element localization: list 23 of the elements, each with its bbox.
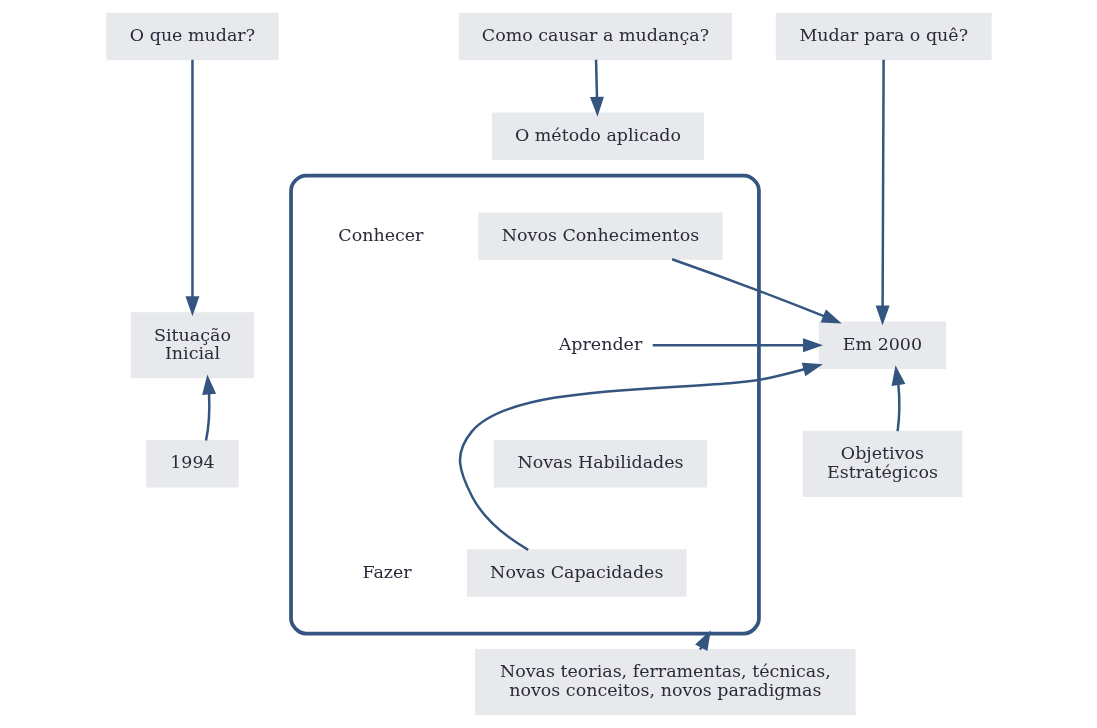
arrow: [184, 59, 199, 317]
arrow: [875, 59, 890, 326]
node-box: Novas teorias, ferramentas, técnicas, novos conceitos, novos paradigmas: [474, 649, 856, 716]
arrow: [652, 338, 823, 353]
node-box: Como causar a mudança?: [458, 12, 732, 61]
label: Conhecer: [337, 224, 423, 245]
node-box: Em 2000: [818, 321, 946, 369]
node-box: Situação Inicial: [130, 312, 254, 379]
node-box: O método aplicado: [491, 112, 704, 160]
label: Fazer: [362, 561, 412, 582]
arrow: [891, 365, 905, 432]
arrow: [201, 374, 216, 441]
node-box: Novos Conhecimentos: [477, 212, 723, 260]
arrow: [671, 258, 842, 324]
cluster: [288, 173, 761, 636]
node-box: 1994: [145, 440, 239, 488]
node-box: O que mudar?: [105, 12, 279, 61]
node-box: Novas Capacidades: [466, 549, 687, 597]
node-box: Objetivos Estratégicos: [802, 430, 962, 497]
arrow: [458, 362, 823, 551]
node-box: Mudar para o quê?: [775, 12, 992, 61]
node-text: Aprender: [558, 333, 642, 354]
arrow: [589, 59, 604, 117]
